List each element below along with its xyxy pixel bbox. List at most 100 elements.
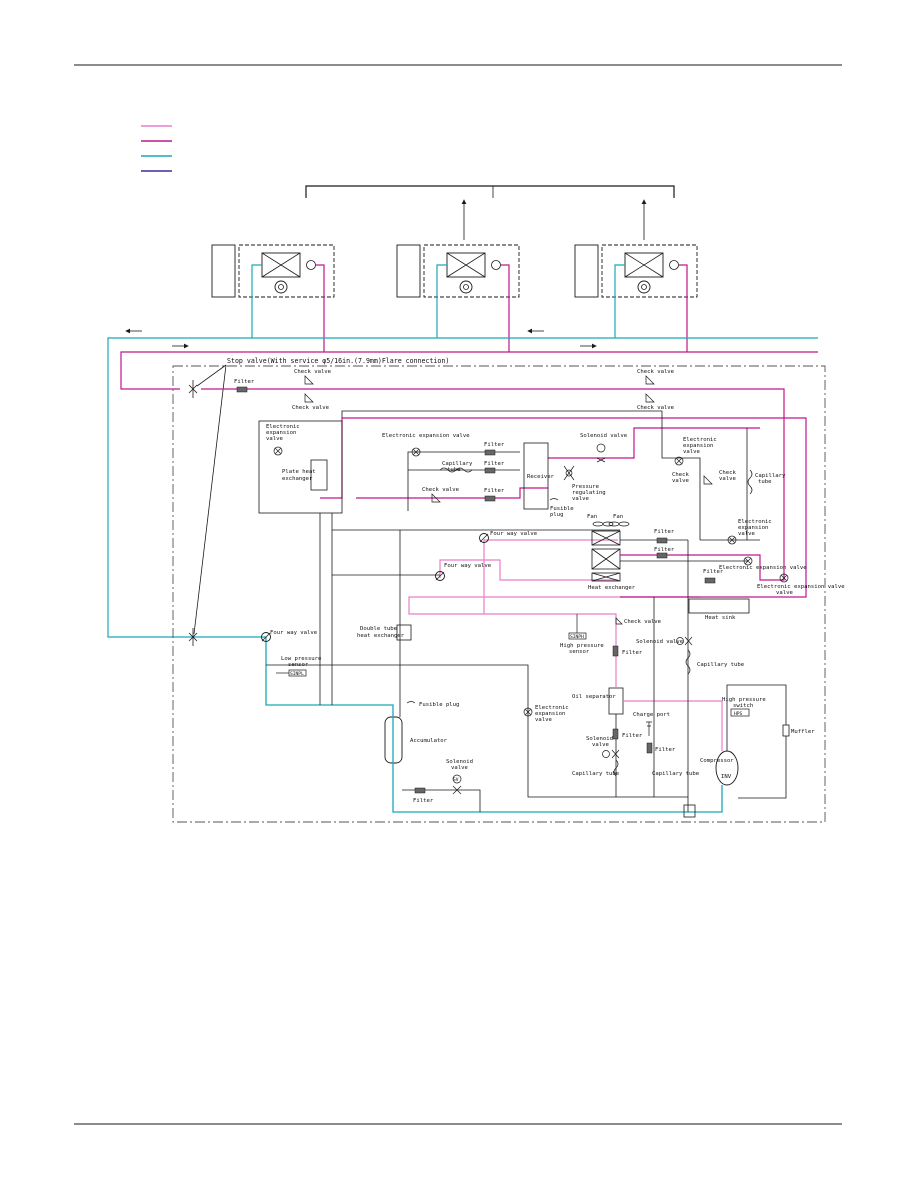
high-pressure-sensor — [568, 632, 587, 640]
fusible-plug-label-2: Fusible plug — [419, 702, 459, 708]
discharge-hps-line — [623, 700, 723, 751]
fan-label-right: Fan — [613, 514, 623, 520]
solenoid-label-4b: valve — [451, 765, 468, 771]
indoor-gas-pipes — [316, 264, 688, 352]
solenoid-label-3b: valve — [592, 742, 609, 748]
check-valve-line — [356, 487, 548, 499]
hps-label-line2: switch — [733, 703, 753, 709]
heat-exchanger-label: Heat exchanger — [588, 585, 636, 591]
main-liquid-line — [107, 337, 818, 638]
solenoid-sv-text: SV — [453, 777, 459, 783]
sinpl-text: SINPL — [290, 671, 304, 677]
suction-line — [265, 637, 723, 813]
solenoid-label-2: Solenoid valve — [636, 639, 684, 645]
muffler-return-line — [738, 736, 787, 799]
outdoor-unit-frame — [172, 365, 826, 823]
lp-sensor-label-2: sensor — [288, 662, 309, 668]
capillary-label-4: Capillary tube — [572, 771, 620, 777]
charge-port — [646, 721, 652, 736]
eev-label-4b: expansion — [738, 525, 768, 531]
indoor-unit-2 — [396, 244, 520, 298]
filter-label-9: Filter — [622, 733, 643, 739]
lp-sensor-label-1: Low pressure — [281, 656, 322, 662]
check-valve-label-1: Check valve — [294, 369, 332, 375]
discharge-fwv-line — [483, 539, 618, 614]
eev-label-7b: expansion — [535, 711, 565, 717]
filter-label-10: Filter — [655, 747, 676, 753]
internal-gas-line — [201, 388, 785, 581]
eev-label-1a: Electronic — [266, 424, 300, 430]
check-valve-label-4: Check valve — [637, 405, 675, 411]
eev-label-1b: expansion — [266, 430, 296, 436]
indoor-branch-bracket — [305, 185, 675, 198]
solenoid-label-4a: Solenoid — [446, 759, 473, 765]
receiver-label: Receiver — [527, 474, 555, 480]
check-label-b: Check — [719, 470, 736, 476]
check-label-b-valve: valve — [719, 476, 736, 482]
indoor-unit-3 — [574, 244, 698, 298]
hp-sensor-label-1: High pressure — [560, 643, 604, 649]
plate-hex-label-2: exchanger — [282, 476, 313, 482]
main-gas-line — [120, 351, 818, 390]
sinph-text: SINPH — [570, 634, 584, 640]
capillary-label-2b: tube — [758, 479, 772, 485]
discharge-line — [408, 596, 700, 688]
muffler — [782, 724, 790, 737]
discharge-muffler-line — [726, 684, 787, 751]
indoor-unit-1 — [211, 244, 335, 298]
solenoid-label-1: Solenoid valve — [580, 433, 628, 439]
double-tube-label-1: Double tube — [360, 626, 398, 632]
filter-label-5: Filter — [654, 529, 675, 535]
hp-sensor-label-2: sensor — [569, 649, 590, 655]
eev-label-1c: valve — [266, 436, 283, 442]
eev-label-4a: Electronic — [738, 519, 772, 525]
prv-label-2: regulating — [572, 490, 606, 496]
receiver-outlet-line — [548, 427, 760, 459]
hps-label-line1: High pressure — [722, 697, 766, 703]
hps-text: HPS — [734, 711, 743, 717]
solenoid-label-3a: Solenoid — [586, 736, 613, 742]
internal-gas-return — [342, 417, 807, 598]
filter-label-7: Filter — [703, 569, 724, 575]
filters — [236, 386, 716, 794]
stop-valve-label: Stop valve(With service φ5/16in.(7.9mm)F… — [227, 357, 449, 365]
fans — [592, 521, 630, 527]
check-valve-label-6: Check valve — [624, 619, 662, 625]
filter-label-8: Filter — [622, 650, 643, 656]
filter-label-1: Filter — [234, 379, 255, 385]
accumulator-label: Accumulator — [410, 738, 448, 744]
double-tube-label-2: heat exchanger — [357, 633, 405, 639]
eev-label-4c: valve — [738, 531, 755, 537]
prv-label-1: Pressure — [572, 484, 600, 490]
eev-label-7a: Electronic — [535, 705, 569, 711]
check-valve-label-5: Check valve — [422, 487, 460, 493]
filter-label-4: Filter — [484, 488, 505, 494]
plate-hex-line — [320, 418, 343, 499]
receiver — [523, 442, 549, 510]
check-label-a-valve: valve — [672, 478, 689, 484]
compressor-inv-label: INV — [721, 774, 732, 780]
compressor-label: Compressor — [700, 758, 734, 764]
capillary-label-2a: Capillary — [755, 473, 786, 479]
electronic-expansion-valves — [273, 446, 789, 717]
filter-label-2: Filter — [484, 442, 505, 448]
check-valve-label-3: Check valve — [637, 369, 675, 375]
indoor-liquid-pipes — [251, 264, 625, 338]
eev-label-3a: Electronic — [683, 437, 717, 443]
filter-label-11: Filter — [413, 798, 434, 804]
capillary-tubes — [439, 467, 753, 777]
prv-label-3: valve — [572, 496, 589, 502]
heat-sink — [688, 598, 750, 614]
plate-hex-core — [310, 459, 328, 491]
plate-hex-label-1: Plate heat — [282, 469, 316, 475]
bottom-junction-box — [683, 804, 696, 818]
double-tube-heat-exchanger — [396, 624, 412, 641]
four-way-valve-lower-label: Four way valve — [444, 563, 492, 569]
check-label-a: Check — [672, 472, 689, 478]
eev-label-7c: valve — [535, 717, 552, 723]
four-way-valve-main-label: Four way valve — [270, 630, 318, 636]
eev-label-3c: valve — [683, 449, 700, 455]
filter-label-3: Filter — [484, 461, 505, 467]
charge-port-label: Charge port — [633, 712, 670, 718]
